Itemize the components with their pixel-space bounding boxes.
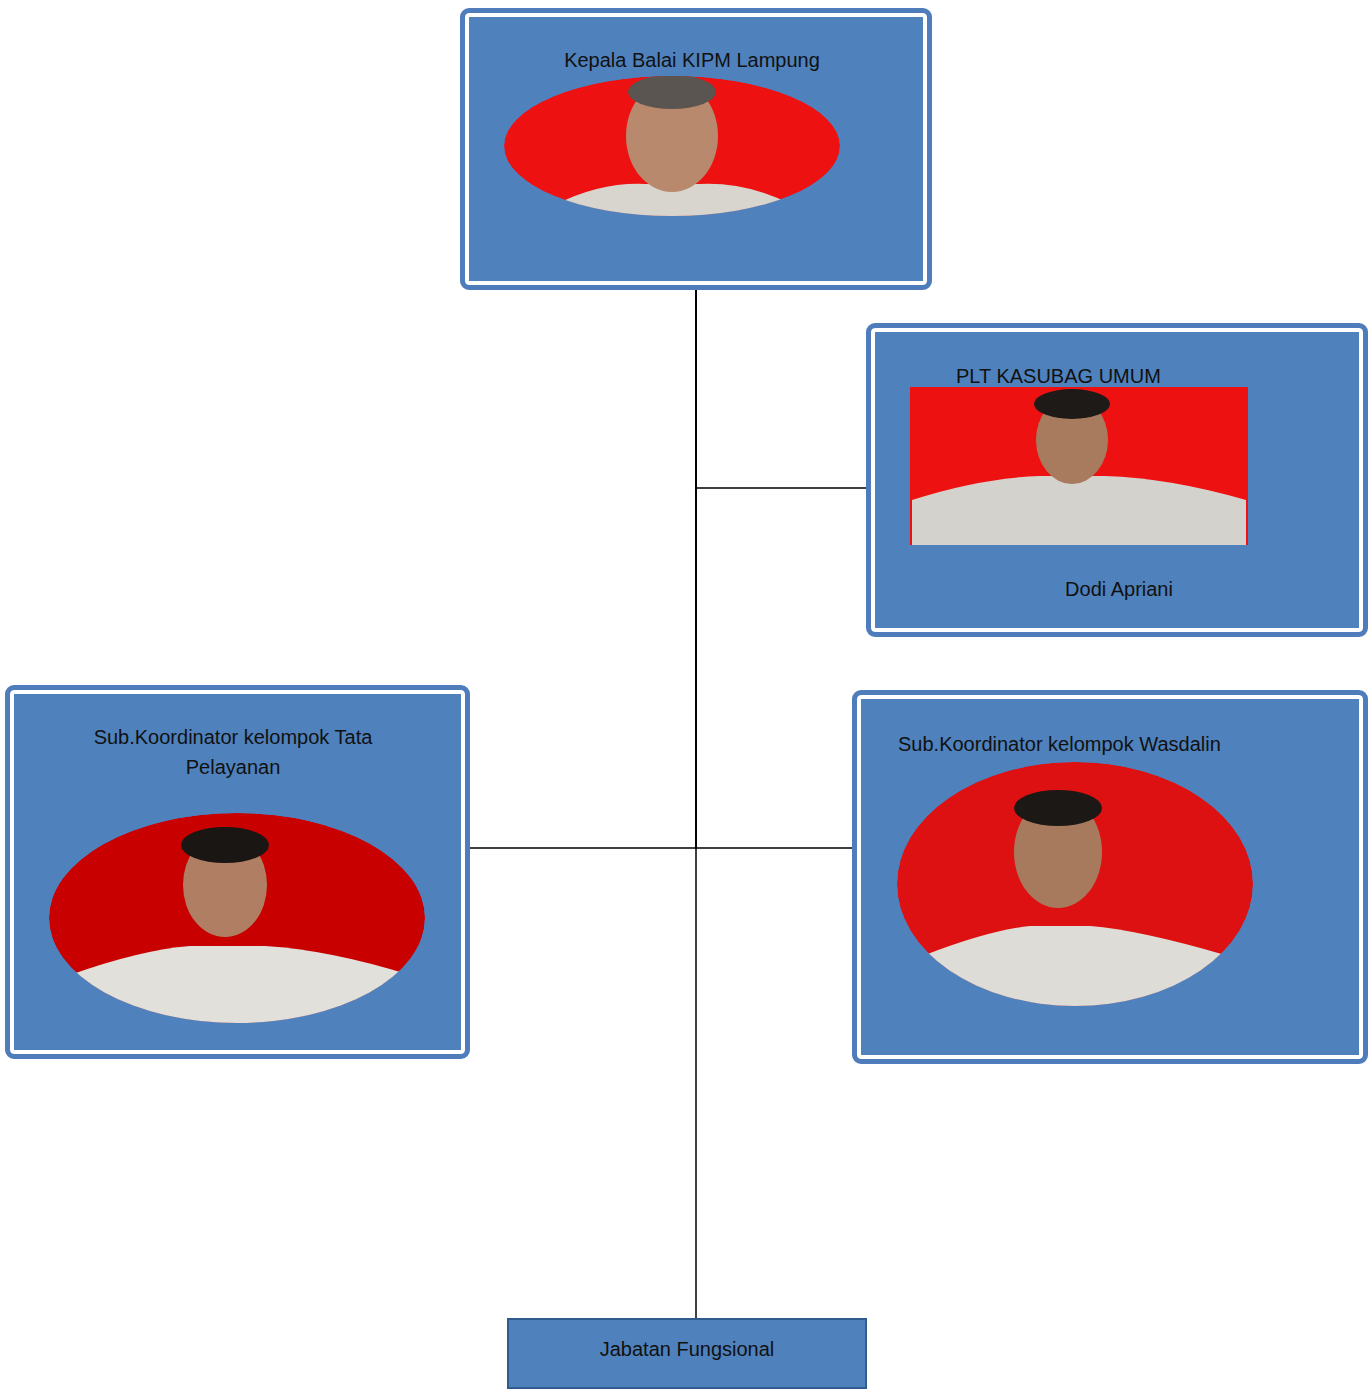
face	[626, 80, 718, 192]
photo-background	[897, 762, 1253, 1006]
portrait-photo	[897, 762, 1253, 1010]
connector-line	[695, 290, 697, 1318]
staff-card: Sub.Koordinator kelompok Tata Pelayanan	[5, 685, 470, 1059]
connector-line	[696, 290, 866, 488]
uniform-shirt	[70, 946, 410, 1030]
hair	[1034, 389, 1110, 419]
photo-background	[49, 813, 425, 1023]
face	[183, 833, 267, 937]
portrait-photo	[49, 813, 425, 1030]
node-title: Sub.Koordinator kelompok Tata Pelayanan	[48, 722, 418, 782]
uniform-shirt	[925, 926, 1225, 1010]
hair	[181, 827, 269, 863]
face	[1036, 396, 1108, 484]
face	[1014, 796, 1102, 908]
person-name: Dodi Apriani	[969, 574, 1269, 604]
head-card: Kepala Balai KIPM Lampung	[460, 8, 932, 290]
hair	[1014, 790, 1102, 826]
uniform-shirt	[912, 476, 1246, 545]
photo-background	[504, 76, 840, 216]
node-title: PLT KASUBAG UMUM	[956, 361, 1276, 391]
node-title: Kepala Balai KIPM Lampung	[465, 45, 919, 75]
node-title: Jabatan Fungsional	[509, 1334, 865, 1364]
portrait-photo	[504, 75, 840, 230]
group-box: Jabatan Fungsional	[507, 1318, 867, 1389]
connector-line	[470, 290, 696, 848]
node-title: Sub.Koordinator kelompok Wasdalin	[898, 729, 1338, 759]
photo-background	[910, 387, 1248, 545]
hair	[628, 75, 716, 109]
staff-card: PLT KASUBAG UMUM Dodi Apriani	[866, 323, 1368, 637]
connector-line	[696, 290, 852, 848]
portrait-photo	[910, 387, 1248, 545]
staff-card: Sub.Koordinator kelompok Wasdalin	[852, 690, 1368, 1064]
uniform-shirt	[555, 184, 792, 230]
